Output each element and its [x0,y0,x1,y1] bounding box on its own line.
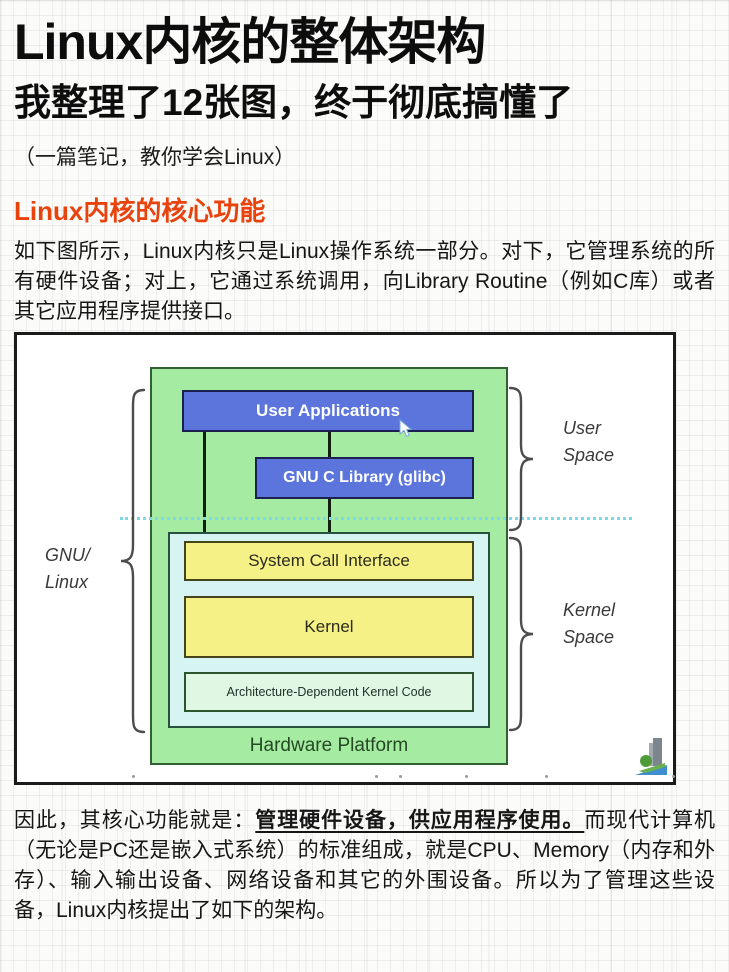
gnu-c-library-box: GNU C Library (glibc) [255,456,474,499]
kernel-space-brace [506,535,538,733]
conclusion-paragraph: 因此，其核心功能就是：管理硬件设备，供应用程序使用。而现代计算机（无论是PC还是… [14,806,715,926]
artifact-dot [399,774,402,778]
page-subtitle: 我整理了12张图，终于彻底搞懂了 [14,82,574,123]
system-call-interface-box: System Call Interface [184,540,474,581]
gnu-linux-line2: Linux [45,571,89,592]
hardware-platform-label: Hardware Platform [249,734,409,756]
section-heading: Linux内核的核心功能 [14,195,266,226]
kernel-space-side-label: Kernel Space [563,597,615,651]
user-space-line2: Space [563,444,615,465]
connector-line [328,498,331,541]
user-applications-label: User Applications [256,400,400,420]
artifact-dot [672,774,675,778]
mouse-cursor-icon [398,418,413,443]
artifact-dot [132,774,135,778]
kernel-box: Kernel [184,595,474,658]
artifact-dot [465,774,468,778]
user-space-line1: User [563,417,602,438]
gnu-c-library-label: GNU C Library (glibc) [283,468,446,486]
kernel-label: Kernel [304,616,354,636]
arch-dependent-code-box: Architecture-Dependent Kernel Code [184,671,474,712]
note-line: （一篇笔记，教你学会Linux） [14,145,296,169]
connector-line [328,431,331,457]
landscape-watermark-icon [633,734,671,783]
arch-dependent-code-label: Architecture-Dependent Kernel Code [226,684,432,699]
user-space-brace [506,385,538,533]
user-space-side-label: User Space [563,415,614,469]
user-applications-box: User Applications [182,389,474,432]
intro-paragraph: 如下图所示，Linux内核只是Linux操作系统一部分。对下，它管理系统的所有硬… [14,239,715,323]
conclusion-prefix: 因此，其核心功能就是： [14,808,256,832]
page-title: Linux内核的整体架构 [14,14,486,70]
gnu-linux-line1: GNU/ [45,544,90,565]
kernel-space-line2: Space [563,626,615,647]
system-call-interface-label: System Call Interface [248,550,410,570]
gnu-linux-brace [116,387,148,735]
conclusion-suffix: 而现代计算机（无论是PC还是嵌入式系统）的标准组成，就是CPU、Memory（内… [14,808,716,922]
kernel-space-line1: Kernel [563,599,616,620]
linux-architecture-figure: User Applications GNU C Library (glibc) … [14,331,676,785]
conclusion-highlight: 管理硬件设备，供应用程序使用。 [255,808,585,832]
connector-line [203,431,206,541]
gnu-linux-side-label: GNU/ Linux [45,542,90,596]
user-kernel-boundary-line [120,516,632,520]
artifact-dot [545,774,548,778]
artifact-dot [375,774,378,778]
article-page: Linux内核的整体架构 我整理了12张图，终于彻底搞懂了 （一篇笔记，教你学会… [0,14,729,926]
